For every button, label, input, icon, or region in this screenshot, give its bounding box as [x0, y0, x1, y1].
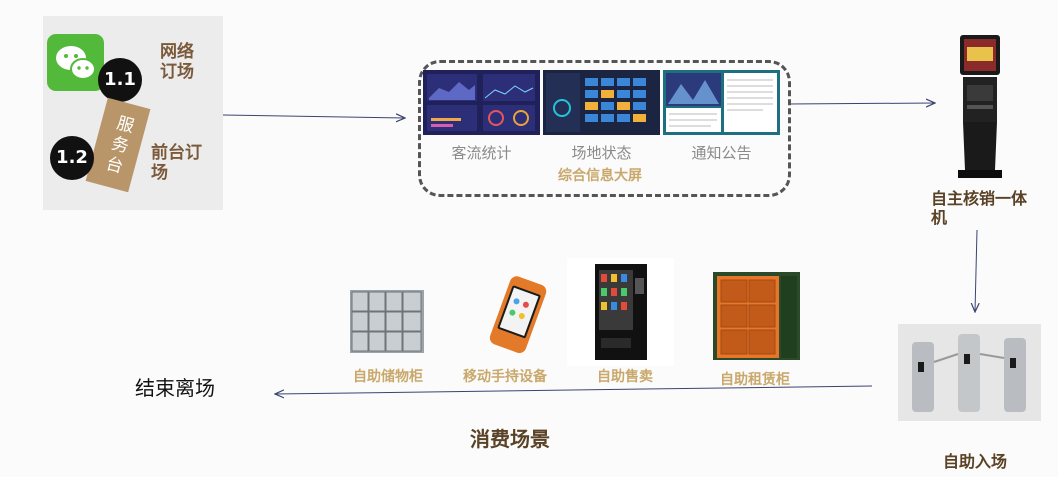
arrow-gate-to-exit	[275, 385, 873, 394]
locker-image	[350, 290, 424, 353]
court-grid-screen	[543, 70, 660, 135]
arrow-screen-to-kiosk	[787, 103, 935, 104]
online-booking-label: 网络订场	[160, 42, 194, 82]
rental-cabinet-image	[713, 272, 800, 360]
consumption-title: 消费场景	[470, 427, 550, 451]
info-screen-title: 综合信息大屏	[558, 168, 642, 184]
arrow-kiosk-to-gate	[975, 229, 977, 312]
kiosk-image	[955, 35, 1005, 180]
front-desk-booking-label: 前台订场	[151, 143, 202, 183]
step-badge-2: 1.2	[50, 136, 94, 180]
exit-label: 结束离场	[135, 376, 215, 400]
vending-machine-image	[567, 258, 674, 366]
handheld-label: 移动手持设备	[463, 369, 547, 385]
rental-cabinet-label: 自助租赁柜	[720, 372, 790, 388]
arrow-booking-to-screen	[222, 115, 405, 118]
turnstile-gate-image	[898, 324, 1041, 421]
kiosk-label: 自主核销一体机	[931, 189, 1028, 227]
info-screen-group	[418, 60, 791, 197]
vending-label: 自助售卖	[597, 369, 653, 385]
handheld-pos-image	[484, 275, 554, 355]
screen-caption-court-status: 场地状态	[571, 144, 632, 162]
wechat-icon	[47, 34, 104, 91]
locker-label: 自助储物柜	[353, 369, 423, 385]
screen-caption-traffic: 客流统计	[451, 144, 512, 162]
screen-caption-notice: 通知公告	[691, 144, 752, 162]
gate-label: 自助入场	[943, 452, 1008, 471]
dashboard-screen	[423, 70, 540, 135]
step-badge-1: 1.1	[98, 58, 142, 102]
notice-screen	[663, 70, 780, 135]
